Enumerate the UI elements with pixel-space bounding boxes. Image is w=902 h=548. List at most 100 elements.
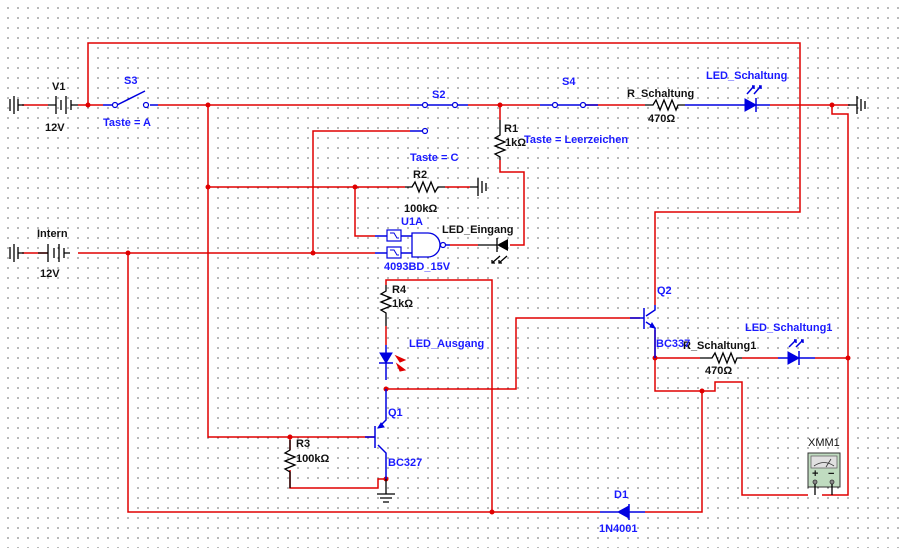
resistor-icon bbox=[700, 351, 742, 365]
resistor-icon bbox=[645, 98, 685, 112]
switch-s4[interactable]: S4 Taste = Leerzeichen bbox=[524, 76, 628, 146]
r-schaltung-value: 470Ω bbox=[648, 113, 675, 125]
junction-dot bbox=[829, 102, 835, 108]
ground-r2 bbox=[470, 178, 487, 196]
led-icon bbox=[379, 352, 393, 364]
transistor-q2[interactable]: Q2 BC337 bbox=[630, 285, 690, 358]
switch-s3[interactable]: S3 Taste = A bbox=[103, 75, 158, 129]
nand-gate-u1a[interactable]: U1A 4093BD_15V bbox=[375, 216, 451, 273]
wire[interactable] bbox=[822, 105, 849, 496]
diode-icon bbox=[616, 505, 630, 519]
wire[interactable] bbox=[385, 279, 493, 512]
junction-dot bbox=[205, 184, 211, 190]
wire[interactable] bbox=[354, 187, 375, 237]
r1-name: R1 bbox=[504, 123, 518, 135]
junction-dot bbox=[352, 184, 358, 190]
battery-icon bbox=[48, 96, 78, 114]
ground-icon bbox=[470, 178, 487, 196]
led-schaltung1-name: LED_Schaltung1 bbox=[745, 322, 832, 334]
wire[interactable] bbox=[386, 317, 640, 390]
resistor-r1[interactable]: R1 1kΩ bbox=[493, 120, 526, 160]
ground-q1 bbox=[377, 479, 395, 503]
wire[interactable] bbox=[289, 470, 386, 489]
resistor-r2[interactable]: R2 100kΩ bbox=[404, 169, 445, 215]
s2-key: Taste = C bbox=[410, 152, 458, 164]
intern-value: 12V bbox=[40, 268, 60, 280]
pnp-transistor-icon bbox=[365, 389, 387, 479]
q1-part: BC327 bbox=[388, 457, 422, 469]
junction-dot bbox=[310, 250, 316, 256]
battery-intern[interactable]: Intern 12V bbox=[37, 228, 70, 280]
r-schaltung1-value: 470Ω bbox=[705, 365, 732, 377]
diode-d1[interactable]: D1 1N4001 bbox=[599, 489, 645, 535]
wire[interactable] bbox=[127, 253, 600, 513]
intern-name: Intern bbox=[37, 228, 68, 240]
wire[interactable] bbox=[312, 130, 410, 253]
wires bbox=[22, 42, 850, 513]
junction-dot bbox=[489, 509, 495, 515]
resistor-r-schaltung1[interactable]: R_Schaltung1 470Ω bbox=[683, 340, 756, 377]
junction-dot bbox=[125, 250, 131, 256]
junctions bbox=[85, 102, 851, 515]
r2-name: R2 bbox=[413, 169, 427, 181]
ground-icon bbox=[377, 479, 395, 503]
v1-name: V1 bbox=[52, 81, 65, 93]
transistor-q1[interactable]: Q1 BC327 bbox=[365, 389, 422, 479]
led-ausgang-name: LED_Ausgang bbox=[409, 338, 484, 350]
led-icon bbox=[497, 239, 508, 251]
junction-dot bbox=[845, 355, 851, 361]
ground-icon bbox=[848, 96, 866, 114]
junction-dot bbox=[205, 102, 211, 108]
ground-icon bbox=[9, 96, 24, 114]
led-ausgang[interactable]: LED_Ausgang bbox=[379, 338, 484, 380]
led-eingang[interactable]: LED_Eingang bbox=[442, 224, 514, 264]
u1a-part: 4093BD_15V bbox=[384, 261, 451, 273]
r4-name: R4 bbox=[392, 284, 407, 296]
nand-icon bbox=[411, 232, 441, 258]
xmm1-name: XMM1 bbox=[808, 437, 840, 449]
npn-transistor-icon bbox=[630, 305, 656, 358]
battery-icon bbox=[38, 244, 70, 262]
wire[interactable] bbox=[499, 160, 525, 246]
resistor-r4[interactable]: R4 1kΩ bbox=[379, 284, 413, 326]
resistor-icon bbox=[405, 180, 445, 194]
switch-s2[interactable]: S2 Taste = C bbox=[410, 89, 468, 164]
resistor-icon bbox=[379, 285, 393, 326]
s3-name: S3 bbox=[124, 75, 137, 87]
resistor-r-schaltung[interactable]: R_Schaltung 470Ω bbox=[627, 88, 694, 125]
led-icon bbox=[787, 351, 801, 365]
junction-dot bbox=[287, 434, 293, 440]
ground-icon bbox=[9, 244, 24, 262]
meter-minus: − bbox=[828, 468, 834, 480]
led-schaltung1[interactable]: LED_Schaltung1 bbox=[745, 322, 832, 365]
q1-name: Q1 bbox=[388, 407, 403, 419]
led-schaltung[interactable]: LED_Schaltung bbox=[706, 70, 787, 112]
d1-name: D1 bbox=[614, 489, 628, 501]
q2-name: Q2 bbox=[657, 285, 672, 297]
s2-name: S2 bbox=[432, 89, 445, 101]
resistor-r3[interactable]: R3 100kΩ bbox=[283, 438, 329, 488]
junction-dot bbox=[497, 102, 503, 108]
v1-value: 12V bbox=[45, 122, 65, 134]
r4-value: 1kΩ bbox=[392, 298, 413, 310]
ground-left-top bbox=[9, 96, 24, 114]
r2-value: 100kΩ bbox=[404, 203, 437, 215]
switch-icon bbox=[103, 90, 158, 106]
junction-dot bbox=[699, 388, 705, 394]
d1-part: 1N4001 bbox=[599, 523, 638, 535]
resistor-icon bbox=[283, 440, 297, 488]
led-schaltung-name: LED_Schaltung bbox=[706, 70, 787, 82]
ground-left-intern bbox=[9, 244, 24, 262]
led-icon bbox=[744, 98, 758, 112]
junction-dot bbox=[85, 102, 91, 108]
wire[interactable] bbox=[87, 42, 801, 305]
s4-name: S4 bbox=[562, 76, 576, 88]
u1a-name: U1A bbox=[401, 216, 423, 228]
wire[interactable] bbox=[207, 105, 375, 438]
battery-v1[interactable]: V1 12V bbox=[45, 81, 78, 134]
multimeter-xmm1[interactable]: + − XMM1 bbox=[807, 437, 841, 495]
r3-name: R3 bbox=[296, 438, 310, 450]
r-schaltung1-name: R_Schaltung1 bbox=[683, 340, 756, 352]
wire[interactable] bbox=[645, 381, 808, 513]
